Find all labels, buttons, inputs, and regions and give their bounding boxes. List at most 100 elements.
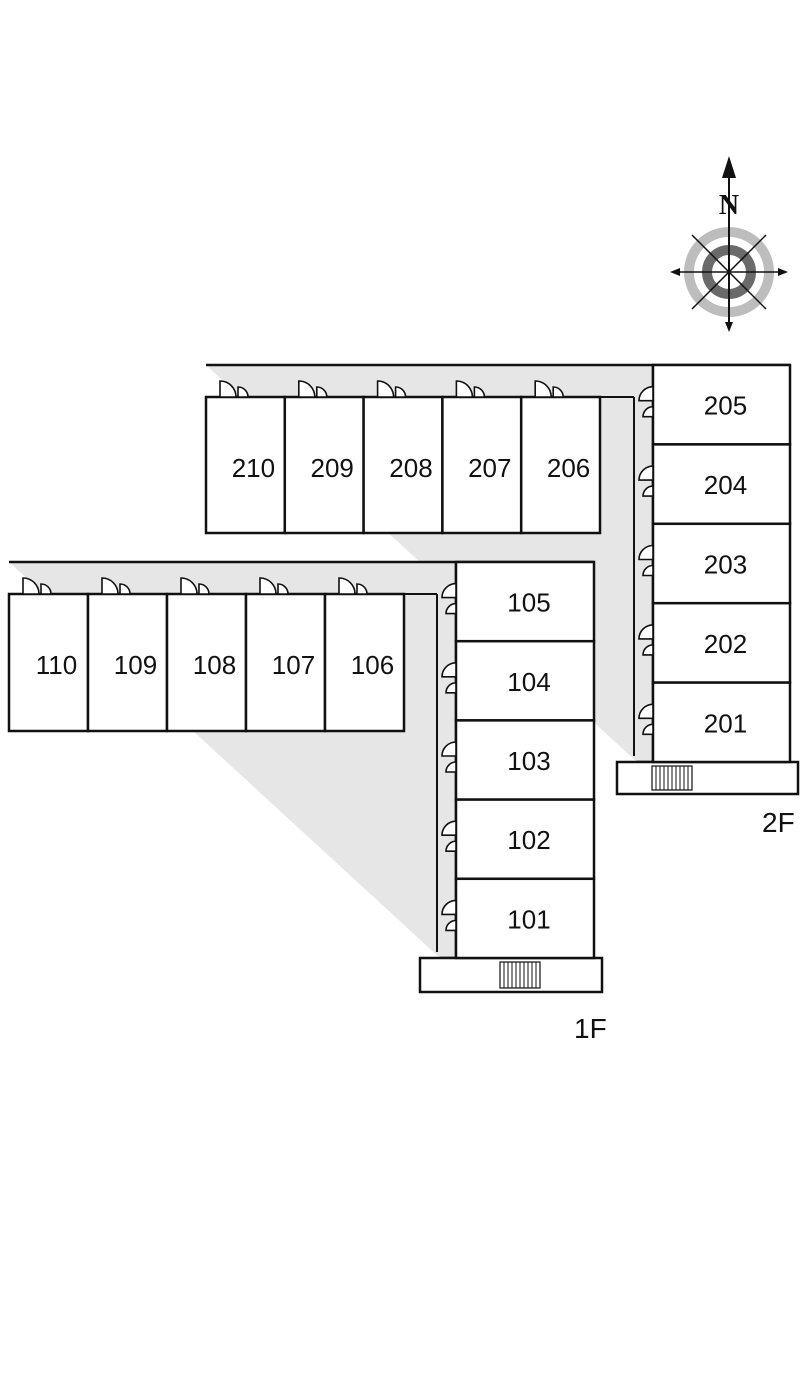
door-leaf — [259, 577, 277, 595]
door-leaf — [642, 644, 654, 656]
unit-205 — [651, 363, 792, 446]
floor-label-1f: 1F — [574, 1013, 607, 1044]
door-leaf — [473, 386, 486, 398]
door-icon — [441, 899, 457, 932]
door-icon — [298, 380, 328, 398]
door-icon — [376, 380, 407, 398]
unit-number-label: 103 — [507, 746, 550, 776]
unit-number-label: 203 — [704, 550, 747, 580]
door-leaf — [638, 544, 654, 561]
unit-number-label: 102 — [507, 825, 550, 855]
unit-number-label: 206 — [547, 453, 590, 483]
compass-diag-line — [691, 234, 767, 310]
unit-207 — [441, 395, 523, 535]
door-leaf — [441, 582, 457, 599]
door-leaf — [445, 919, 457, 932]
unit-number-label: 209 — [311, 453, 354, 483]
door-leaf — [445, 840, 457, 852]
door-leaf — [441, 899, 457, 916]
door-leaf — [180, 577, 198, 595]
door-leaf — [441, 820, 457, 836]
unit-number-label: 205 — [704, 391, 747, 421]
door-leaf — [445, 761, 457, 773]
door-leaf — [638, 624, 654, 640]
door-leaf — [338, 577, 356, 595]
door-leaf — [237, 386, 249, 398]
stairs-1f-icon — [499, 961, 541, 989]
door-leaf — [642, 405, 654, 418]
compass-south-tip — [725, 322, 733, 332]
door-leaf — [376, 380, 395, 398]
unit-number-label: 105 — [507, 588, 550, 618]
door-icon — [219, 380, 249, 398]
door-leaf — [642, 485, 654, 497]
unit-number-label: 204 — [704, 470, 747, 500]
unit-104 — [454, 639, 596, 722]
door-leaf — [22, 577, 40, 595]
compass-rings — [670, 156, 788, 332]
unit-number-label: 110 — [36, 650, 77, 680]
door-icon — [22, 577, 52, 595]
stair-landing — [615, 760, 800, 796]
door-leaf — [638, 703, 654, 720]
unit-210 — [204, 395, 287, 535]
unit-110 — [7, 592, 90, 733]
door-leaf — [534, 380, 553, 398]
door-leaf — [316, 386, 328, 398]
door-icon — [441, 741, 457, 773]
door-icon — [638, 465, 654, 497]
unit-number-label: 109 — [114, 650, 157, 680]
floor-label-2f: 2F — [762, 807, 795, 838]
door-leaf — [552, 386, 565, 398]
door-leaf — [445, 681, 457, 694]
door-icon — [441, 661, 457, 694]
door-icon — [455, 380, 486, 398]
door-icon — [638, 624, 654, 656]
door-icon — [638, 544, 654, 577]
door-leaf — [394, 386, 407, 398]
unit-number-label: 207 — [468, 453, 511, 483]
door-leaf — [356, 583, 368, 595]
door-icon — [534, 380, 565, 398]
unit-106 — [323, 592, 406, 733]
door-leaf — [642, 723, 654, 736]
door-leaf — [638, 385, 654, 402]
unit-number-label: 208 — [389, 453, 432, 483]
compass-east-tip — [778, 268, 788, 276]
east-wing-2f: 205 204 203 202 201 — [638, 363, 792, 764]
unit-number-label: 101 — [507, 904, 550, 934]
unit-number-label: 107 — [272, 650, 315, 680]
unit-number-label: 108 — [193, 650, 236, 680]
unit-107 — [244, 592, 327, 733]
unit-201 — [651, 681, 792, 764]
door-leaf — [638, 465, 654, 481]
door-icon — [441, 820, 457, 852]
door-leaf — [277, 583, 289, 595]
unit-number-label: 202 — [704, 629, 747, 659]
door-icon — [101, 577, 131, 595]
door-icon — [259, 577, 289, 595]
door-leaf — [441, 741, 457, 757]
door-icon — [180, 577, 210, 595]
door-icon — [441, 582, 457, 615]
door-leaf — [101, 577, 119, 595]
door-leaf — [119, 583, 131, 595]
unit-102 — [454, 798, 596, 881]
unit-202 — [651, 601, 792, 684]
door-leaf — [219, 380, 237, 398]
door-icon — [638, 703, 654, 736]
door-leaf — [298, 380, 316, 398]
door-leaf — [441, 661, 457, 678]
door-leaf — [198, 583, 210, 595]
door-leaf — [445, 602, 457, 615]
unit-number-label: 201 — [704, 708, 747, 738]
compass-west-tip — [670, 268, 680, 276]
door-leaf — [642, 564, 654, 577]
compass-rose-icon: N — [670, 156, 788, 332]
door-leaf — [455, 380, 474, 398]
unit-101 — [454, 877, 596, 960]
